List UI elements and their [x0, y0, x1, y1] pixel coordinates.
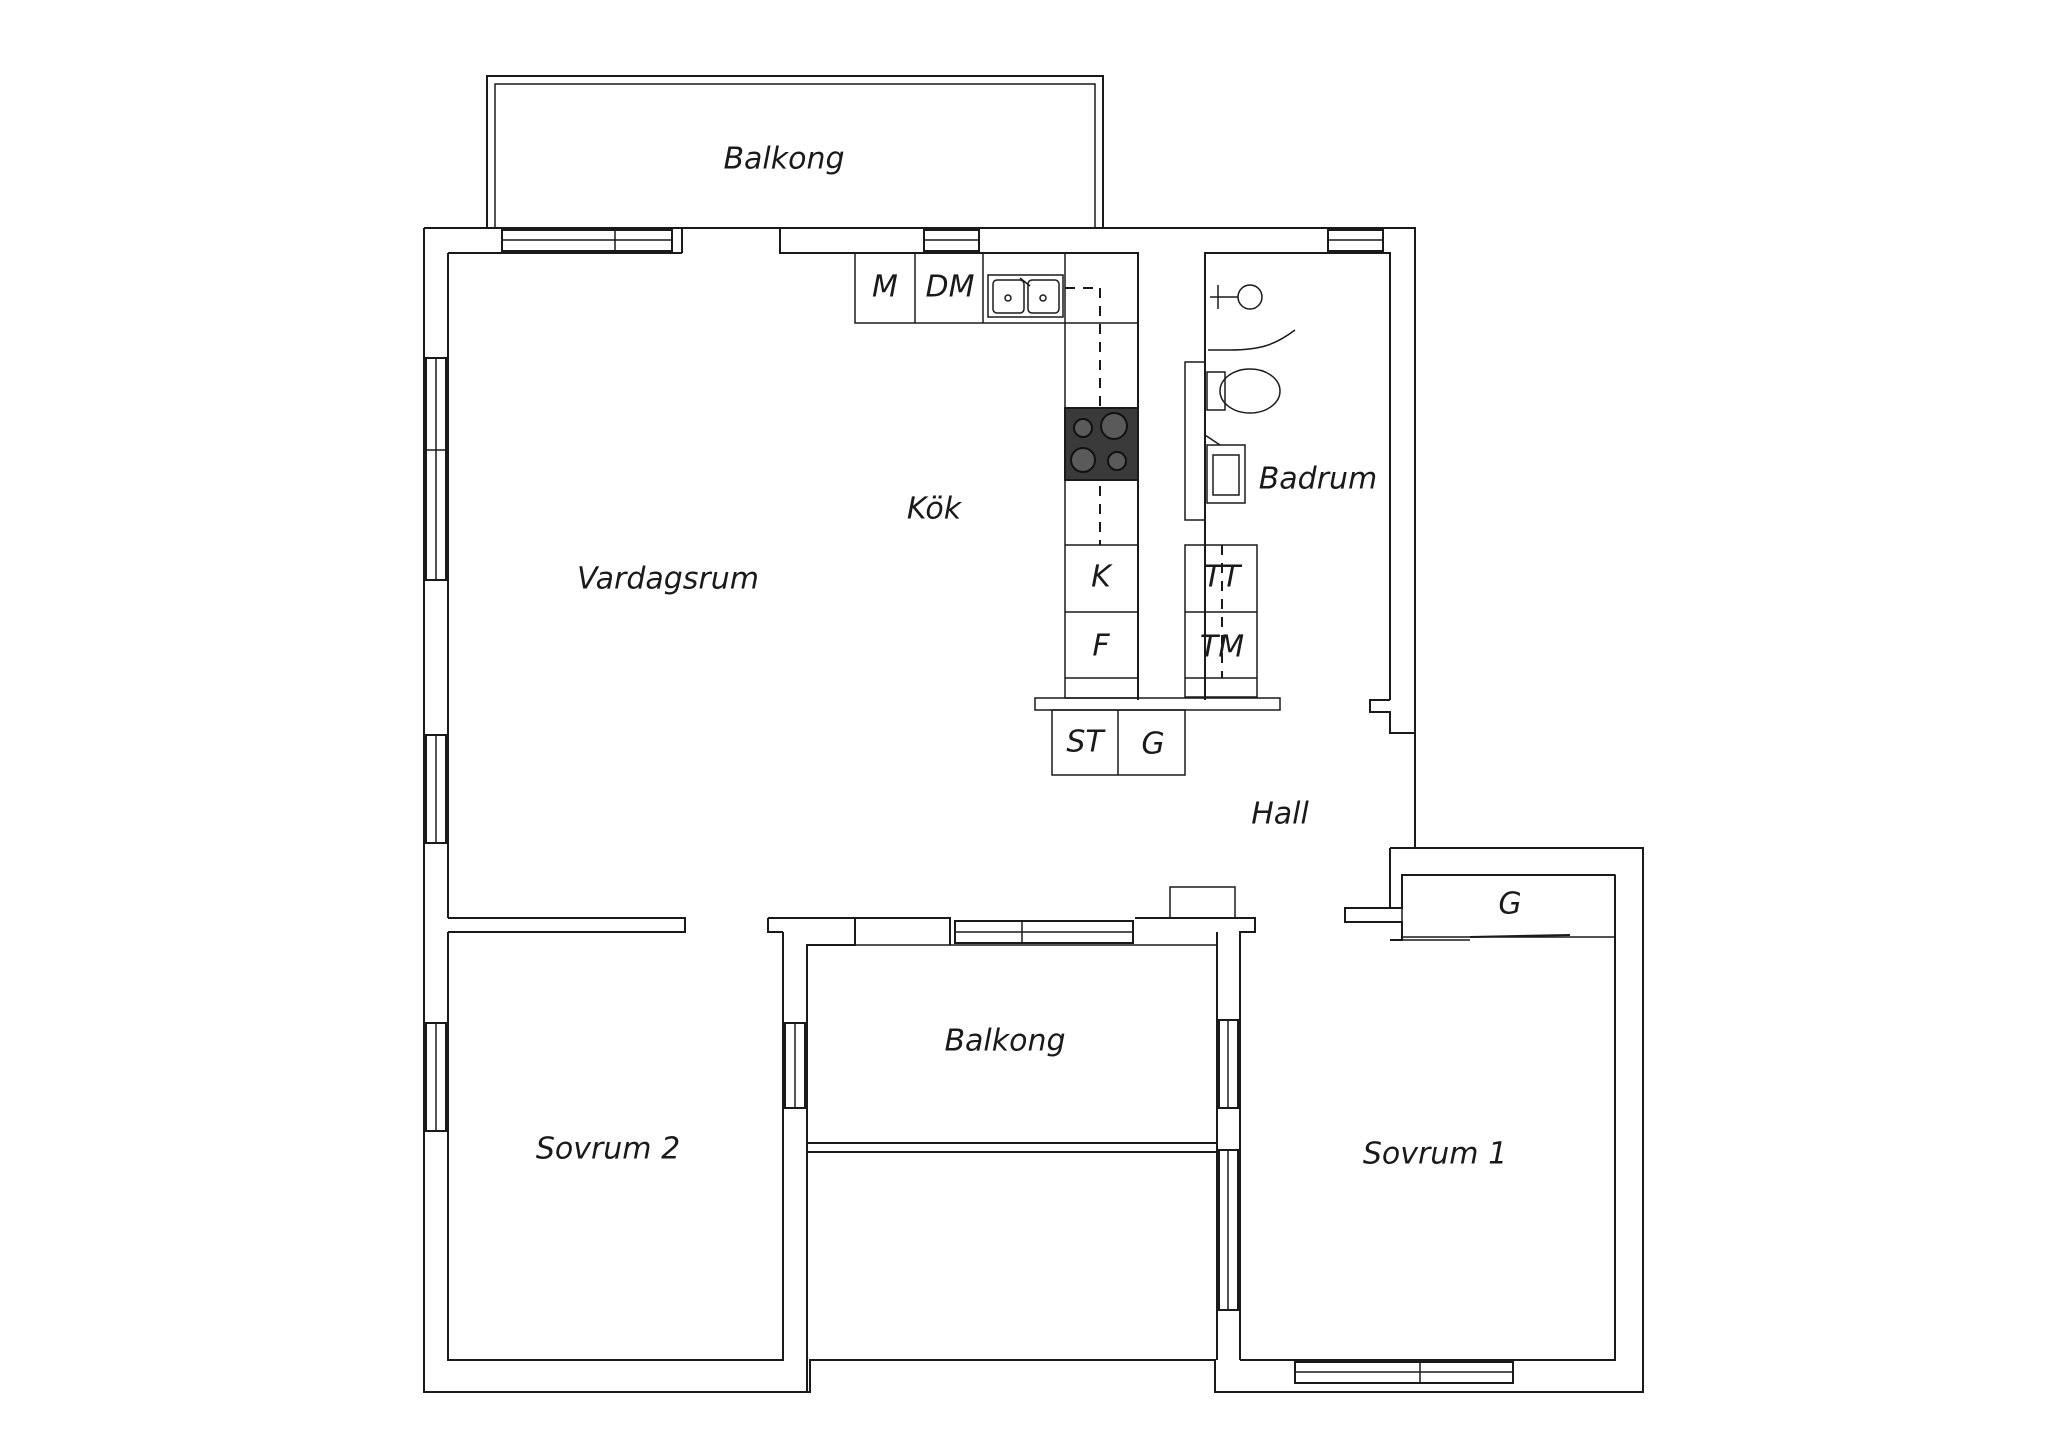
outer-walls: [423, 227, 1644, 1393]
room-label-hall: Hall: [1251, 797, 1309, 832]
fixture-label-fridge: K: [1091, 560, 1113, 595]
stove-icon: [1064, 407, 1139, 481]
fixture-label-wardrobe-st: ST: [1066, 725, 1106, 760]
fixture-label-microwave: M: [872, 270, 898, 305]
fixture-label-freezer: F: [1092, 629, 1110, 664]
bathroom-fixtures: [1184, 361, 1258, 698]
fixture-label-dryer: TT: [1204, 560, 1243, 595]
shower-icon: [1208, 284, 1296, 351]
fixture-label-wardrobe-g-sovrum1: G: [1498, 887, 1521, 922]
room-label-kok: Kök: [907, 492, 963, 527]
fixture-label-wardrobe-g-hall: G: [1141, 727, 1164, 762]
windows: [425, 229, 1514, 1384]
room-label-balkong-mid: Balkong: [944, 1024, 1065, 1059]
room-label-sovrum2: Sovrum 2: [536, 1132, 680, 1167]
sink-icon: [987, 274, 1064, 318]
fixture-label-dishwasher: DM: [926, 270, 975, 305]
fixture-label-washer: TM: [1200, 630, 1244, 665]
hall-storage: [1034, 697, 1281, 919]
washbasin-icon: [1204, 434, 1246, 504]
bedroom1-wardrobe: [1401, 874, 1616, 941]
room-label-balkong-top: Balkong: [723, 142, 844, 177]
room-label-sovrum1: Sovrum 1: [1363, 1137, 1507, 1172]
room-label-vardagsrum: Vardagsrum: [577, 562, 759, 597]
room-label-badrum: Badrum: [1259, 462, 1378, 497]
toilet-icon: [1206, 368, 1281, 414]
